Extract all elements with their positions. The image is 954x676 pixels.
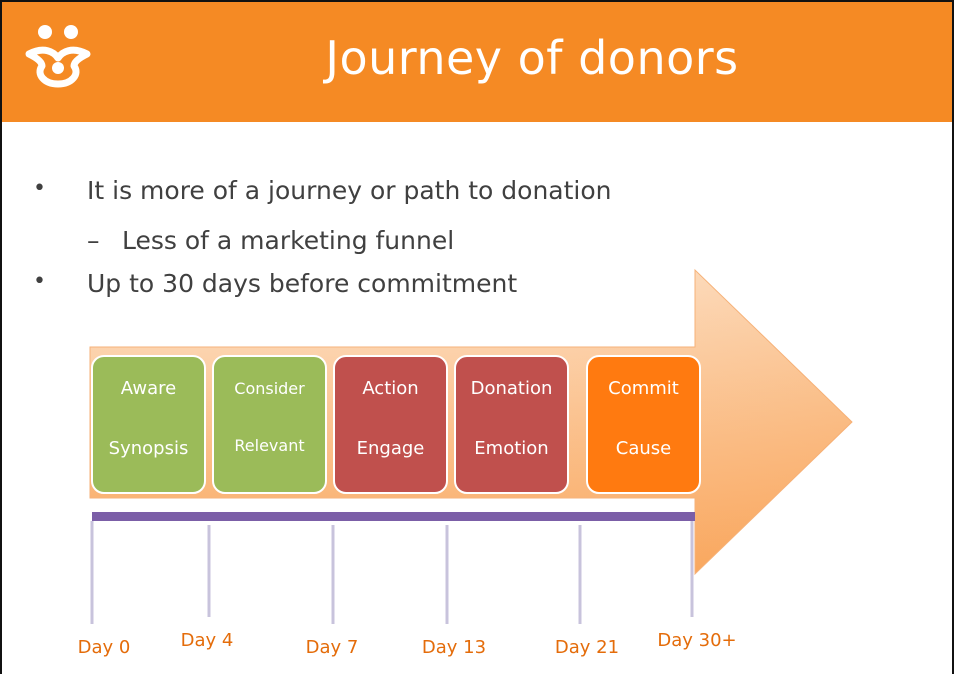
stage-top-label: Consider bbox=[234, 379, 305, 398]
bullet-text: Up to 30 days before commitment bbox=[87, 269, 518, 298]
bullet-item: • Up to 30 days before commitment bbox=[33, 269, 518, 298]
sub-bullet-item: – Less of a marketing funnel bbox=[87, 226, 455, 255]
sub-bullet-text: Less of a marketing funnel bbox=[122, 226, 455, 255]
page-title: Journey of donors bbox=[325, 31, 739, 85]
timeline-bar bbox=[92, 512, 695, 521]
title-bar: Journey of donors bbox=[2, 2, 952, 122]
stage-bottom-label: Synopsis bbox=[109, 438, 189, 459]
stage-bottom-label: Relevant bbox=[234, 436, 304, 455]
day-label: Day 0 bbox=[78, 637, 131, 658]
bullet-dot-icon: • bbox=[33, 269, 46, 294]
bullet-text: It is more of a journey or path to donat… bbox=[87, 176, 612, 205]
stage-bottom-label: Emotion bbox=[474, 438, 548, 459]
stage-box-bg bbox=[586, 355, 701, 494]
stage-box-bg bbox=[333, 355, 448, 494]
day-label: Day 21 bbox=[555, 637, 619, 658]
stage-box-bg bbox=[454, 355, 569, 494]
stage-boxes: AwareSynopsisConsiderRelevantActionEngag… bbox=[91, 355, 701, 494]
stage-top-label: Donation bbox=[471, 378, 553, 399]
day-label: Day 30+ bbox=[657, 630, 736, 651]
timeline-ticks: Day 0 Day 4 Day 7 Day 13 Day 21 Day 30+ bbox=[78, 521, 737, 658]
paw-face-logo-icon bbox=[25, 25, 91, 88]
stage-box-bg bbox=[212, 355, 327, 494]
stage-top-label: Action bbox=[362, 378, 418, 399]
bullet-item: • It is more of a journey or path to don… bbox=[33, 176, 612, 205]
stage-box-bg bbox=[91, 355, 206, 494]
bullet-dot-icon: • bbox=[33, 176, 46, 201]
day-label: Day 7 bbox=[306, 637, 359, 658]
day-label: Day 4 bbox=[181, 630, 234, 651]
dash-icon: – bbox=[87, 226, 100, 255]
stage-bottom-label: Cause bbox=[616, 438, 671, 459]
stage-top-label: Aware bbox=[121, 378, 176, 399]
stage-bottom-label: Engage bbox=[357, 438, 425, 459]
stage-top-label: Commit bbox=[608, 378, 679, 399]
day-label: Day 13 bbox=[422, 637, 486, 658]
